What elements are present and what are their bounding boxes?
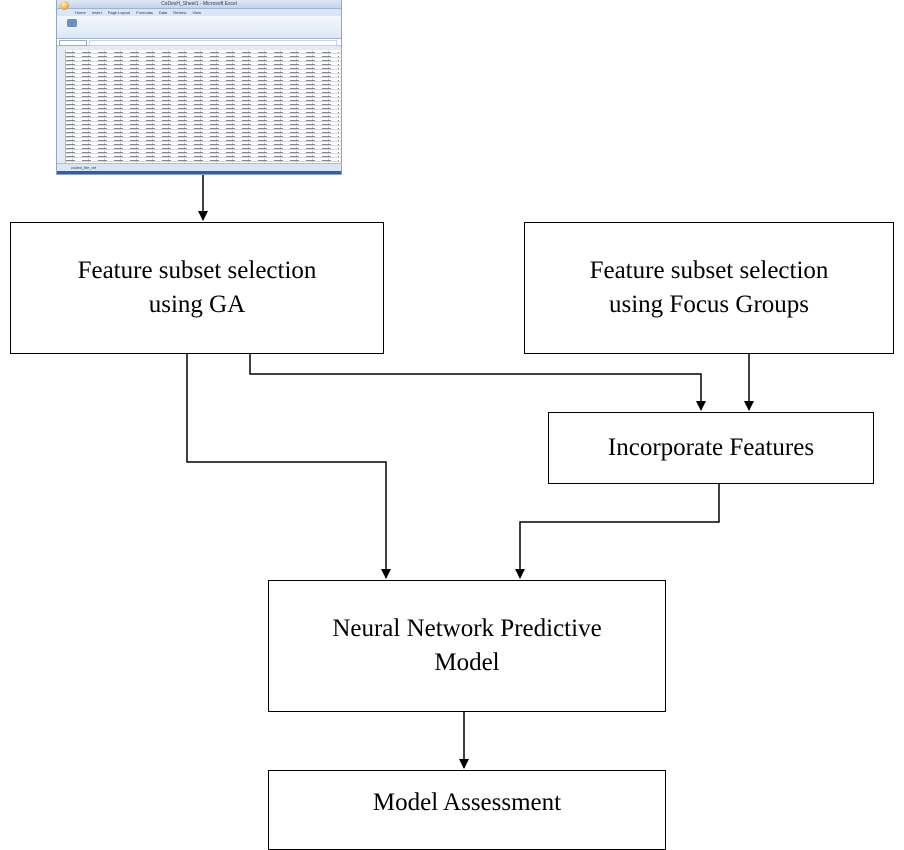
ribbon-tab: Formulas xyxy=(136,10,153,15)
formula-input xyxy=(89,40,337,46)
ga-feature-selection-box: Feature subset selection using GA xyxy=(10,222,384,354)
ga-feature-selection-label: Feature subset selection using GA xyxy=(77,257,317,318)
incorporate-features-label: Incorporate Features xyxy=(607,434,815,461)
ribbon-tab: Home xyxy=(75,10,86,15)
ribbon-tabs: Home Insert Page Layout Formulas Data Re… xyxy=(57,9,341,16)
focus-groups-feature-selection-box: Feature subset selection using Focus Gro… xyxy=(524,222,894,354)
cell-values xyxy=(66,51,339,163)
sheet-tab: coded_file_ret xyxy=(57,163,341,171)
arrow-ga-to-incorporate xyxy=(249,354,706,411)
ribbon-tab: Review xyxy=(173,10,187,15)
model-assessment-label: Model Assessment xyxy=(372,789,562,816)
office-button-icon xyxy=(60,1,69,10)
spreadsheet-window-title: CoDesH_Sheet1 - Microsoft Excel xyxy=(161,1,237,7)
arrow-ga-to-neural-network xyxy=(186,354,391,579)
formula-bar xyxy=(57,39,341,46)
ribbon xyxy=(57,16,341,39)
neural-network-model-box: Neural Network Predictive Model xyxy=(268,580,666,712)
ribbon-tab: Data xyxy=(158,10,168,15)
focus-groups-feature-selection-label: Feature subset selection using Focus Gro… xyxy=(589,257,829,318)
spreadsheet-thumbnail: CoDesH_Sheet1 - Microsoft Excel Home Ins… xyxy=(57,0,341,174)
ribbon-tab: Insert xyxy=(91,10,102,15)
arrow-incorporate-to-neural-network xyxy=(515,484,720,579)
row-headers xyxy=(57,50,66,164)
neural-network-model-label: Neural Network Predictive Model xyxy=(332,615,602,676)
ribbon-tab: Page Layout xyxy=(107,10,131,15)
model-assessment-box: Model Assessment xyxy=(268,770,666,850)
ribbon-tab: View xyxy=(192,10,202,15)
incorporate-features-box: Incorporate Features xyxy=(548,412,874,484)
paste-icon xyxy=(67,19,77,27)
taskbar xyxy=(57,171,341,174)
name-box xyxy=(59,40,87,46)
spreadsheet-title-bar: CoDesH_Sheet1 - Microsoft Excel xyxy=(57,0,341,10)
